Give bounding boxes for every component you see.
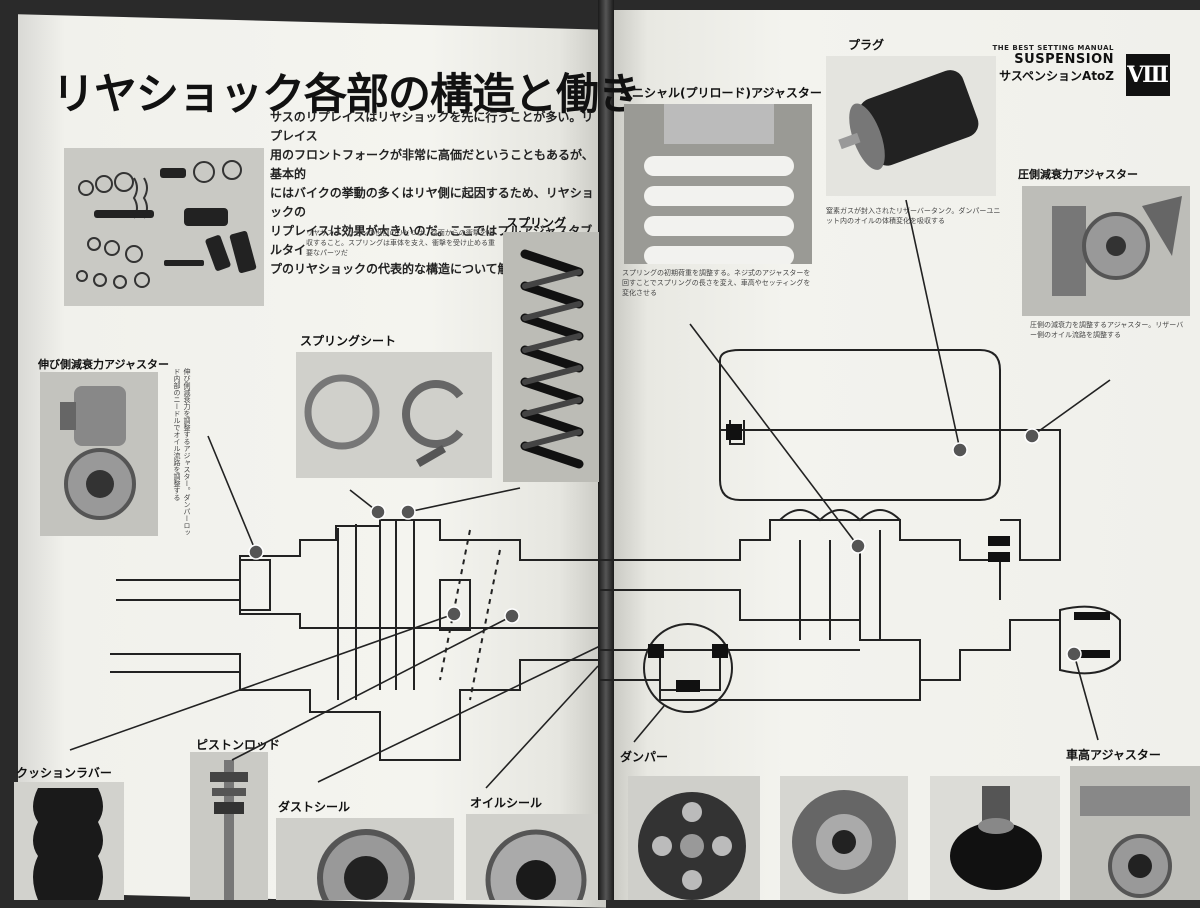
dust-seal-illustration (317, 829, 415, 900)
exploded-parts-illustration (76, 160, 257, 289)
preload-adjuster-illustration (644, 104, 794, 264)
damper-label: ダンパー (620, 750, 669, 764)
series-header-subtitle: THE BEST SETTING MANUAL (992, 44, 1114, 52)
cushion-rubber-illustration (33, 788, 103, 900)
compression-adjuster-illustration (1052, 196, 1182, 296)
plug-photo (826, 56, 996, 196)
piston-rod-label: ピストンロッド (196, 738, 281, 752)
ride-height-adjuster-label: 車高アジャスター (1066, 748, 1161, 762)
coil-spring-illustration (520, 249, 584, 469)
series-header: THE BEST SETTING MANUAL SUSPENSION サスペンシ… (993, 44, 1115, 84)
damper-photo-1 (628, 776, 760, 900)
spring-photo (503, 232, 599, 482)
plug-label: プラグ (848, 38, 885, 52)
oil-seal-photo (466, 814, 598, 900)
cushion-rubber-label: クッションラバー (16, 766, 112, 780)
damper-assembly-illustration (950, 786, 1042, 890)
damper-photo-3 (930, 776, 1060, 900)
plug-description: 窒素ガスが封入されたリザーバータンク。ダンパーユニット内のオイルの体積変化を吸収… (826, 207, 1001, 225)
oil-seal-illustration (485, 829, 587, 900)
intro-line: にはバイクの挙動の多くはリヤ側に起因するため、リヤショックの (270, 186, 594, 219)
oil-seal-label: オイルシール (470, 796, 543, 810)
piston-rod-photo (190, 752, 268, 900)
reservoir-illustration (838, 70, 979, 170)
rebound-adjuster-label: 伸び側減衰力アジャスター (38, 358, 170, 371)
compression-adjuster-label: 圧側減衰力アジャスター (1018, 168, 1139, 181)
ride-height-adjuster-photo (1070, 766, 1200, 900)
series-header-title: サスペンションAtoZ (999, 69, 1114, 83)
page-title: リヤショック各部の構造と働き (52, 70, 641, 120)
damper-piston-illustration (638, 792, 746, 900)
intro-line: サスのリプレイスはリヤショックを先に行うことが多い。リプレイス (270, 110, 594, 143)
book-spine (598, 0, 614, 900)
compression-description: 圧側の減衰力を調整するアジャスター。リザーバー側のオイル流路を調整する (1030, 321, 1184, 339)
rebound-adjuster-photo (40, 372, 158, 536)
preload-description: スプリングの初期荷重を調整する。ネジ式のアジャスターを回すことでスプリングの長さ… (622, 269, 811, 297)
spring-description: リヤサスペンションの役割のひとつは、路面からの衝撃を吸収すること。スプリングは車… (306, 229, 495, 257)
piston-rod-illustration (210, 760, 248, 900)
damper-valve-illustration (792, 790, 896, 894)
preload-adjuster-photo (624, 104, 812, 264)
intro-line: プのリヤショックの代表的な構造について解説する (270, 262, 546, 276)
spring-label: スプリング (506, 216, 567, 230)
spring-seat-label: スプリングシート (300, 334, 397, 348)
spring-seat-photo (296, 352, 492, 478)
exploded-parts-photo (64, 148, 264, 306)
spring-seat-illustration (304, 374, 464, 467)
dust-seal-photo (276, 818, 454, 900)
intro-line: 用のフロントフォークが非常に高価だということもあるが、基本的 (270, 148, 594, 181)
dust-seal-label: ダストシール (278, 800, 351, 814)
series-header-suspension: SUSPENSION (1014, 52, 1114, 67)
damper-photo-2 (780, 776, 908, 900)
compression-adjuster-photo (1022, 186, 1190, 316)
rebound-adjuster-illustration (60, 386, 136, 520)
ride-height-adjuster-illustration (1080, 786, 1190, 898)
rebound-adjuster-description: 伸び側減衰力を調整するアジャスター。ダンパーロッド内部のニードルでオイル流路を調… (173, 368, 191, 536)
cushion-rubber-photo (14, 782, 124, 900)
chapter-number-badge: Ⅷ (1126, 54, 1170, 96)
preload-adjuster-label: イニシャル(プリロード)アジャスター (620, 86, 822, 100)
